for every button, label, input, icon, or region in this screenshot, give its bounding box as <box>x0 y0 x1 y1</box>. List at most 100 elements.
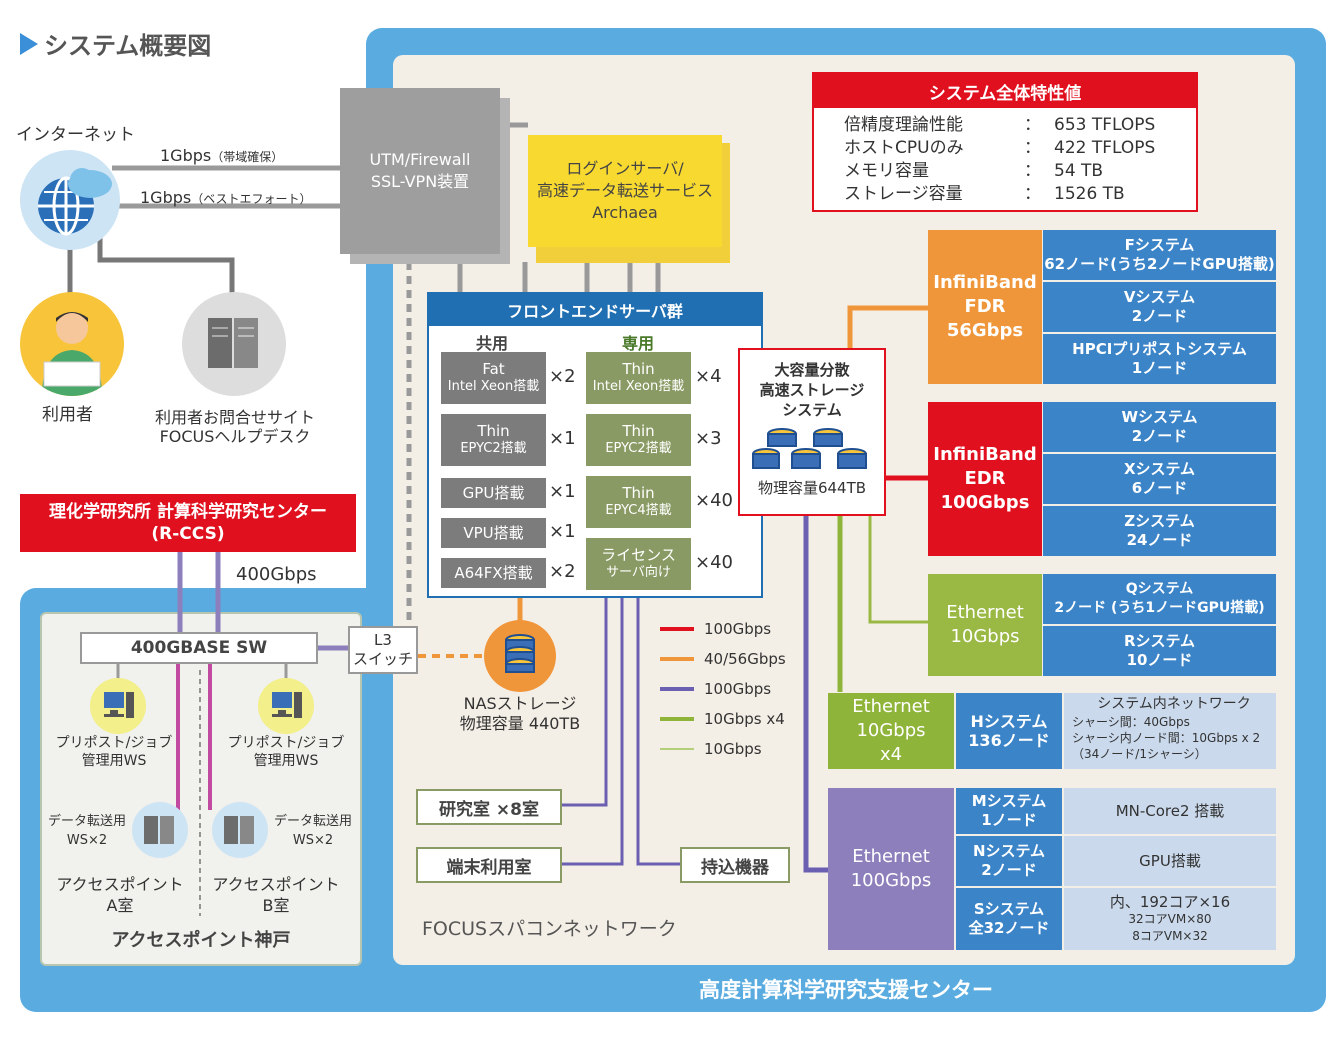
fabric-line1: InfiniBand <box>933 444 1037 465</box>
server-icon <box>182 292 286 396</box>
spec-title: システム全体特性値 <box>814 74 1196 108</box>
spec-value: 422 TFLOPS <box>1054 138 1156 158</box>
node-multiplier: ×4 <box>695 366 722 387</box>
room-byod: 持込機器 <box>680 847 790 883</box>
s-system-detail: 内、192コア×16 32コアVM×80 8コアVM×32 <box>1064 888 1276 950</box>
triangle-icon <box>20 32 38 55</box>
node-multiplier: ×40 <box>695 552 733 573</box>
spec-key: メモリ容量 <box>844 161 929 181</box>
node-multiplier: ×40 <box>695 490 733 511</box>
legend-item: 10Gbps <box>660 740 762 758</box>
l3-switch: L3 スイッチ <box>348 626 418 674</box>
dedicated-node: ライセンスサーバ向け <box>586 538 691 590</box>
legend-item: 100Gbps <box>660 680 771 698</box>
access-point-kobe-region <box>40 612 362 966</box>
workstation-a-icon <box>90 678 146 734</box>
node-line1: ライセンス <box>601 546 676 564</box>
fabric-line1: InfiniBand <box>933 272 1037 293</box>
login-server-box: ログインサーバ/ 高速データ転送サービス Archaea <box>528 135 722 247</box>
spec-sep: ： <box>1024 161 1041 181</box>
spec-key: ホストCPUのみ <box>844 138 964 158</box>
internet-icon <box>20 150 120 250</box>
dedicated-label: 専用 <box>622 334 655 353</box>
shared-node: VPU搭載 <box>441 518 546 548</box>
spec-row: ホストCPUのみ ： 422 TFLOPS <box>844 137 1196 160</box>
node-line1: Thin <box>622 484 655 502</box>
kobe-title: アクセスポイント神戸 <box>111 930 291 951</box>
room-terminal: 端末利用室 <box>416 847 562 883</box>
ws-b-label: プリポスト/ジョブ管理用WS <box>227 735 345 769</box>
legend-swatch <box>660 657 694 661</box>
fabric-line2: EDR <box>964 468 1006 489</box>
fabric-line2: 10Gbps <box>950 626 1020 647</box>
spec-value: 54 TB <box>1054 161 1104 181</box>
link-1gbps-besteffort: 1Gbps（ベストエフォート） <box>140 188 312 207</box>
node-line1: VPU搭載 <box>463 524 524 542</box>
fabric-line1: Ethernet <box>852 696 930 717</box>
legend-label: 40/56Gbps <box>704 650 786 668</box>
node-multiplier: ×2 <box>549 366 576 387</box>
room-lab: 研究室 ×8室 <box>416 789 562 825</box>
fabric-box: Ethernet 100Gbps <box>828 788 954 950</box>
legend-item: 100Gbps <box>660 620 771 638</box>
page-title: システム概要図 <box>20 26 211 61</box>
frontend-title: フロントエンドサーバ群 <box>429 294 761 326</box>
node-multiplier: ×1 <box>549 428 576 449</box>
spec-key: ストレージ容量 <box>844 184 963 204</box>
node-line2: サーバ向け <box>606 565 671 580</box>
switch-400gbase: 400GBASE SW <box>80 632 318 664</box>
spec-value: 1526 TB <box>1054 184 1125 204</box>
node-line2: Intel Xeon搭載 <box>447 379 540 394</box>
storage-box: 大容量分散 高速ストレージ システム 物理容量644TB <box>738 348 886 516</box>
shared-label: 共用 <box>476 334 509 353</box>
shared-node: A64FX搭載 <box>441 558 546 588</box>
shared-node: GPU搭載 <box>441 478 546 508</box>
fabric-line2: 100Gbps <box>850 870 932 891</box>
node-line2: EPYC4搭載 <box>605 503 672 518</box>
nas-icon <box>484 620 556 692</box>
spec-sep: ： <box>1024 138 1041 158</box>
link-1gbps-reserved: 1Gbps（帯域確保） <box>160 146 284 165</box>
riken-rccs-box: 理化学研究所 計算科学研究センター (R-CCS) <box>20 494 356 552</box>
node-multiplier: ×1 <box>549 481 576 502</box>
ws-a-label: プリポスト/ジョブ管理用WS <box>55 735 173 769</box>
node-multiplier: ×3 <box>695 428 722 449</box>
helpdesk-label: 利用者お問合せサイト FOCUSヘルプデスク <box>154 408 315 446</box>
fabric-line2: 10Gbps <box>856 720 926 741</box>
dt-server-a-icon <box>132 802 188 858</box>
users-label: 利用者 <box>42 405 93 425</box>
spec-sep: ： <box>1024 184 1041 204</box>
fabric-line1: Ethernet <box>852 846 930 867</box>
legend-label: 10Gbps <box>704 740 762 758</box>
node-multiplier: ×2 <box>549 561 576 582</box>
fabric-line3: x4 <box>879 744 903 765</box>
workstation-b-icon <box>258 678 314 734</box>
spec-row: ストレージ容量 ： 1526 TB <box>844 183 1196 206</box>
dt-server-b-icon <box>212 802 268 858</box>
node-line2: EPYC2搭載 <box>460 441 527 456</box>
legend-label: 100Gbps <box>704 620 772 638</box>
database-icon <box>752 428 867 469</box>
legend-label: 10Gbps x4 <box>704 710 785 728</box>
spec-sep: ： <box>1024 115 1041 135</box>
link-400gbps: 400Gbps <box>236 564 317 585</box>
legend-swatch <box>660 687 694 691</box>
node-line1: GPU搭載 <box>462 484 525 502</box>
